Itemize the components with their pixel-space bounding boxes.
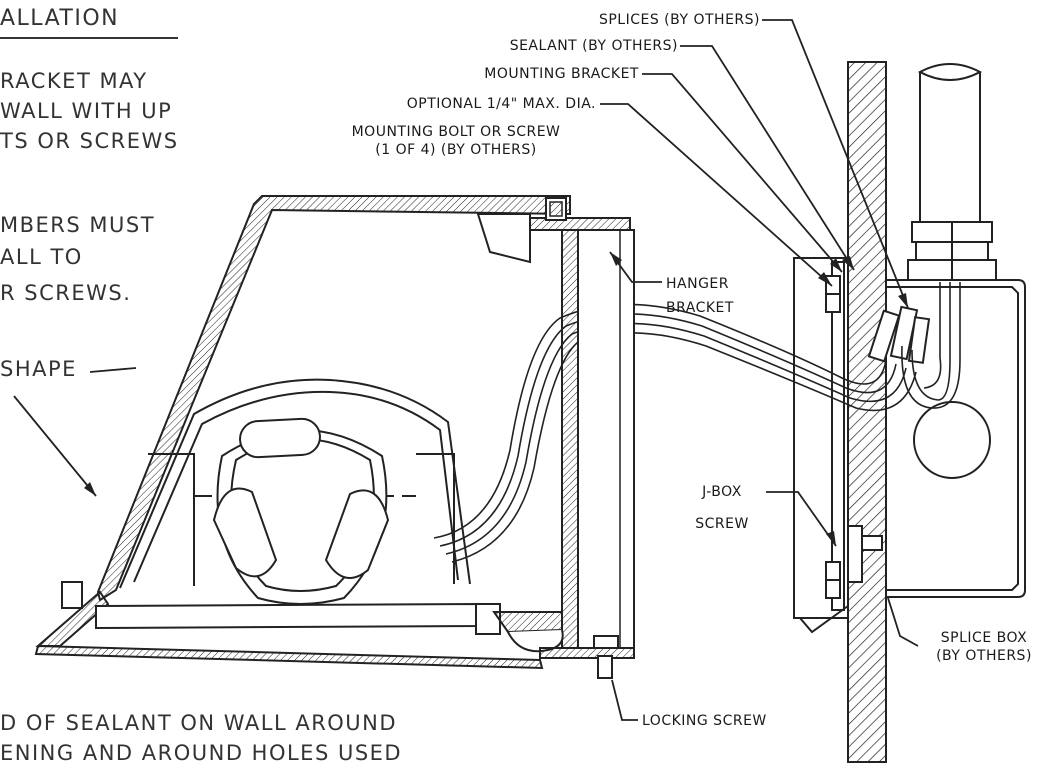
callout-splice-box-line-2: (BY OTHERS) <box>936 648 1032 664</box>
leader-splices <box>762 19 909 309</box>
section-title: ALLATION <box>0 6 120 31</box>
callout-hanger-line-2: BRACKET <box>666 300 734 316</box>
fixture-housing <box>34 195 571 670</box>
leader-splice-box <box>887 597 919 647</box>
arrowhead-mounting-bracket <box>830 258 842 272</box>
callout-hanger-line-1: HANGER <box>666 276 729 292</box>
callout-optional-line-2: MOUNTING BOLT OR SCREW <box>351 124 561 140</box>
callout-locking-screw: LOCKING SCREW <box>642 713 767 729</box>
leader-shape <box>89 367 137 373</box>
shape-label: SHAPE <box>0 357 77 381</box>
back-frame <box>492 229 635 659</box>
lamp-bulb <box>913 401 991 479</box>
note-3-line-2: ENING AND AROUND HOLES USED <box>0 741 403 765</box>
note-2-line-3: R SCREWS. <box>0 281 132 305</box>
wire-splices <box>867 305 931 364</box>
callout-sealant: SEALANT (BY OTHERS) <box>509 38 678 54</box>
mounting-bracket-plate <box>793 257 849 634</box>
wall <box>847 61 887 763</box>
callout-splices: SPLICES (BY OTHERS) <box>598 12 760 28</box>
jbox-screw-bolt <box>825 525 883 599</box>
leader-jbox-screw <box>766 491 837 547</box>
callout-mounting-bracket: MOUNTING BRACKET <box>484 66 639 82</box>
callout-optional-line-3: (1 OF 4) (BY OTHERS) <box>375 142 537 158</box>
callout-jbox-line-1: J-BOX <box>702 484 742 500</box>
locking-screw <box>593 635 619 679</box>
note-1-line-1: RACKET MAY <box>0 69 148 93</box>
conduit-fitting <box>907 221 997 281</box>
leader-arrowheads <box>84 252 908 546</box>
leader-shape-arrow <box>13 395 97 497</box>
callout-jbox-line-2: SCREW <box>695 516 749 532</box>
leader-locking-screw <box>611 679 638 721</box>
bracket-bolt-upper <box>825 275 841 313</box>
arrowhead-shape <box>84 482 96 496</box>
arrowhead-splices <box>898 293 908 308</box>
callout-optional-line-1: OPTIONAL 1/4" MAX. DIA. <box>406 96 596 112</box>
leader-mounting-bracket <box>642 73 843 273</box>
note-1-line-2: WALL WITH UP <box>0 99 173 123</box>
note-2-line-1: MBERS MUST <box>0 213 156 237</box>
lamp-socket <box>212 417 390 605</box>
leader-optional-bolt <box>600 103 833 287</box>
arrowhead-optional-bolt <box>818 272 832 286</box>
note-3-line-1: D OF SEALANT ON WALL AROUND <box>0 711 398 735</box>
callout-splice-box-line-1: SPLICE BOX <box>940 630 1028 646</box>
arrowhead-hanger-bracket <box>610 252 622 266</box>
conduit <box>917 63 983 222</box>
note-2-line-2: ALL TO <box>0 245 83 269</box>
arrowhead-sealant <box>842 256 854 270</box>
note-1-line-3: TS OR SCREWS <box>0 129 179 153</box>
arrowhead-jbox-screw <box>826 531 836 546</box>
leader-sealant <box>680 45 855 271</box>
splice-box <box>886 279 1026 598</box>
leader-lines <box>13 19 919 721</box>
